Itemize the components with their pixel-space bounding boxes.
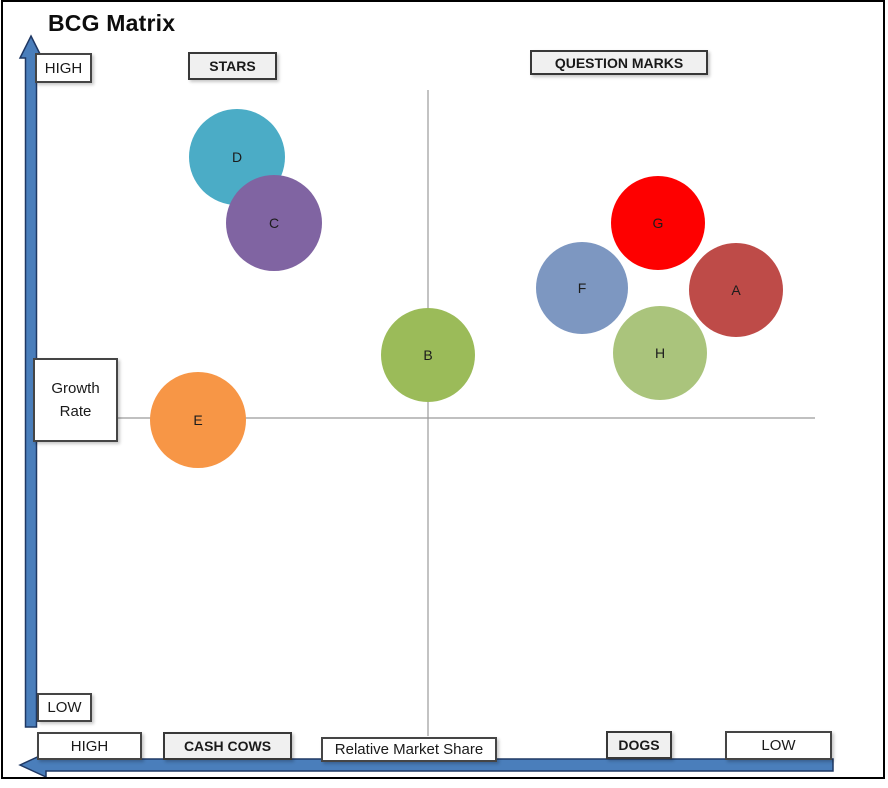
bubble-F: F [536,242,628,334]
x-axis-title: Relative Market Share [321,737,497,762]
y-axis-title: Growth Rate [33,358,118,442]
bubble-C: C [226,175,322,271]
y-axis-high-label: HIGH [35,53,92,83]
x-axis-high-label: HIGH [37,732,142,760]
bubble-E: E [150,372,246,468]
quadrant-label-stars: STARS [188,52,277,80]
bubble-G: G [611,176,705,270]
quadrant-label-question-marks: QUESTION MARKS [530,50,708,75]
quadrant-label-cash-cows: CASH COWS [163,732,292,760]
bubble-H: H [613,306,707,400]
chart-title: BCG Matrix [48,10,176,36]
quadrant-label-dogs: DOGS [606,731,672,759]
x-axis-low-label: LOW [725,731,832,760]
bubble-B: B [381,308,475,402]
bubble-A: A [689,243,783,337]
y-axis-low-label: LOW [37,693,92,722]
